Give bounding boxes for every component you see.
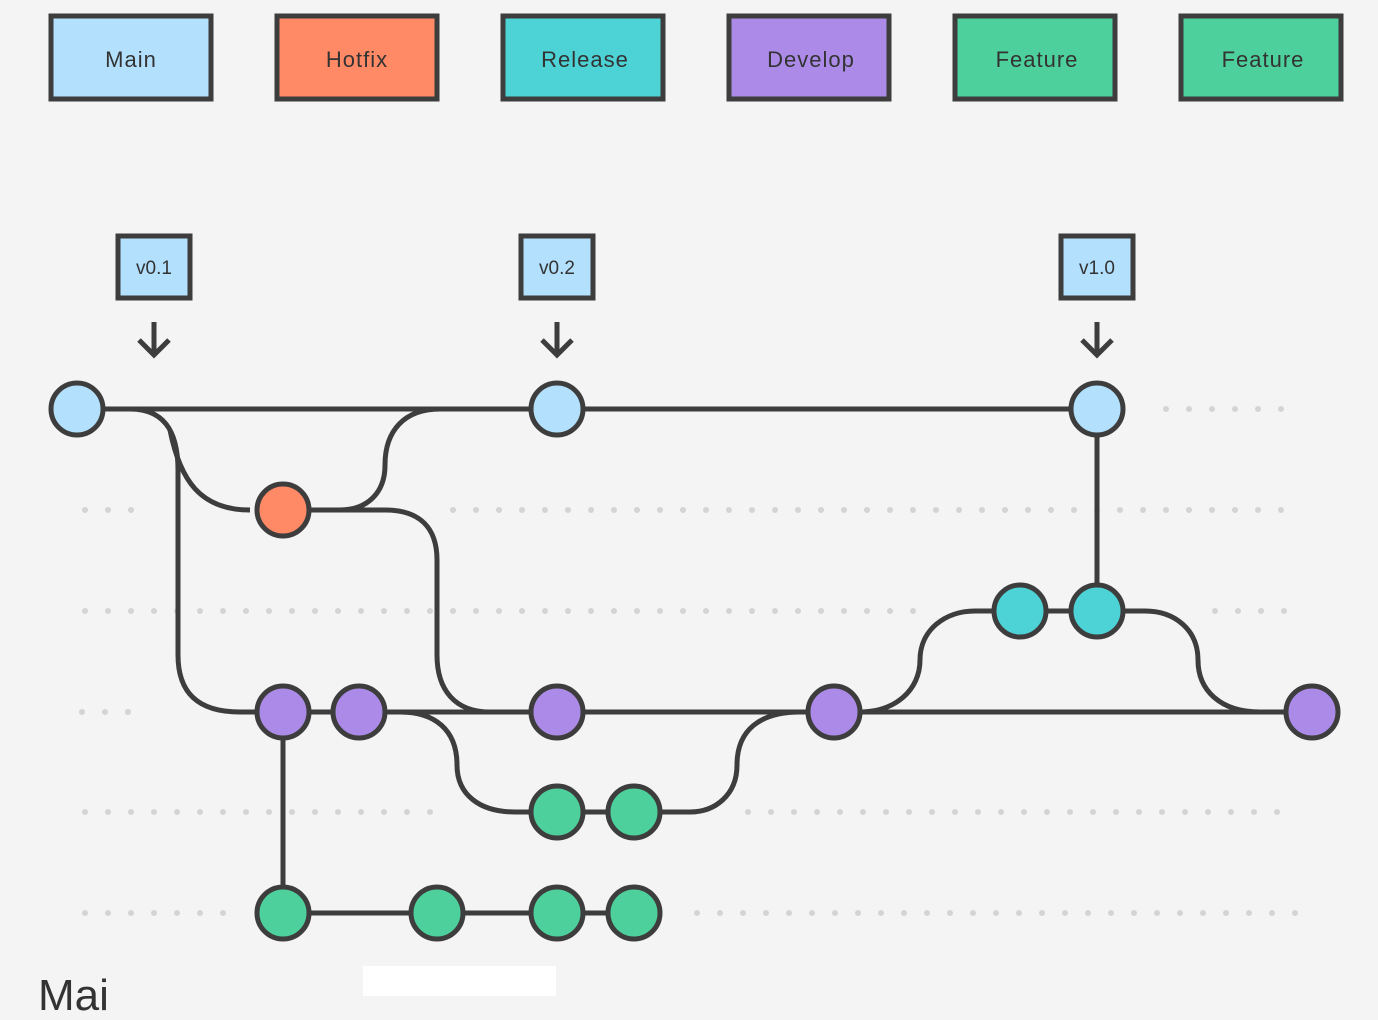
hotfix-to-develop-line	[340, 507, 491, 715]
feature-commit	[605, 783, 663, 841]
legend-develop-label: Develop	[767, 47, 855, 72]
legend-feature-1: Feature	[952, 13, 1118, 102]
hotfix-commit	[254, 481, 312, 539]
legend-develop: Develop	[726, 13, 892, 102]
feature-commit	[254, 884, 312, 942]
arrow-down-icon	[137, 322, 171, 359]
legend: Main Hotfix Release Develop Feature Feat…	[48, 13, 1344, 102]
legend-feature-1-label: Feature	[996, 47, 1079, 72]
tag-v1-0: v1.0	[1058, 233, 1136, 359]
feature-commit	[605, 884, 663, 942]
legend-hotfix: Hotfix	[274, 13, 440, 102]
branch-lines	[77, 406, 1312, 916]
commits	[48, 380, 1341, 942]
main-commit	[1068, 380, 1126, 438]
legend-release: Release	[500, 13, 666, 102]
develop-commit	[528, 683, 586, 741]
tag-v0-1-label: v0.1	[136, 258, 172, 279]
release-commit	[991, 582, 1049, 640]
tag-v1-0-label: v1.0	[1079, 258, 1115, 279]
legend-feature-2: Feature	[1178, 13, 1344, 102]
develop-commit	[1283, 683, 1341, 741]
main-commit	[48, 380, 106, 438]
main-to-develop-line	[129, 406, 241, 715]
main-to-hotfix-line	[167, 429, 251, 513]
release-commit	[1068, 582, 1126, 640]
lane-dots	[79, 406, 1303, 916]
feature-commit	[528, 884, 586, 942]
legend-main: Main	[48, 13, 214, 102]
legend-feature-2-label: Feature	[1222, 47, 1305, 72]
develop-commit	[330, 683, 388, 741]
tag-v0-1: v0.1	[115, 233, 193, 359]
arrow-down-icon	[540, 322, 574, 359]
develop-to-feature-line	[399, 709, 801, 815]
tag-v0-2-label: v0.2	[539, 258, 575, 279]
develop-to-release-line	[859, 608, 1261, 715]
main-commit	[528, 380, 586, 438]
arrow-down-icon	[1080, 322, 1114, 359]
develop-commit	[805, 683, 863, 741]
legend-main-label: Main	[105, 47, 157, 72]
legend-release-label: Release	[541, 47, 629, 72]
feature-commit	[528, 783, 586, 841]
legend-hotfix-label: Hotfix	[326, 47, 388, 72]
version-tags: v0.1 v0.2 v1.0	[115, 233, 1136, 359]
cropped-white-box	[363, 966, 556, 996]
feature-commit	[408, 884, 466, 942]
cropped-caption-text: Mai	[38, 971, 109, 1020]
gitflow-diagram: Main Hotfix Release Develop Feature Feat…	[48, 13, 1344, 942]
tag-v0-2: v0.2	[518, 233, 596, 359]
develop-commit	[254, 683, 312, 741]
